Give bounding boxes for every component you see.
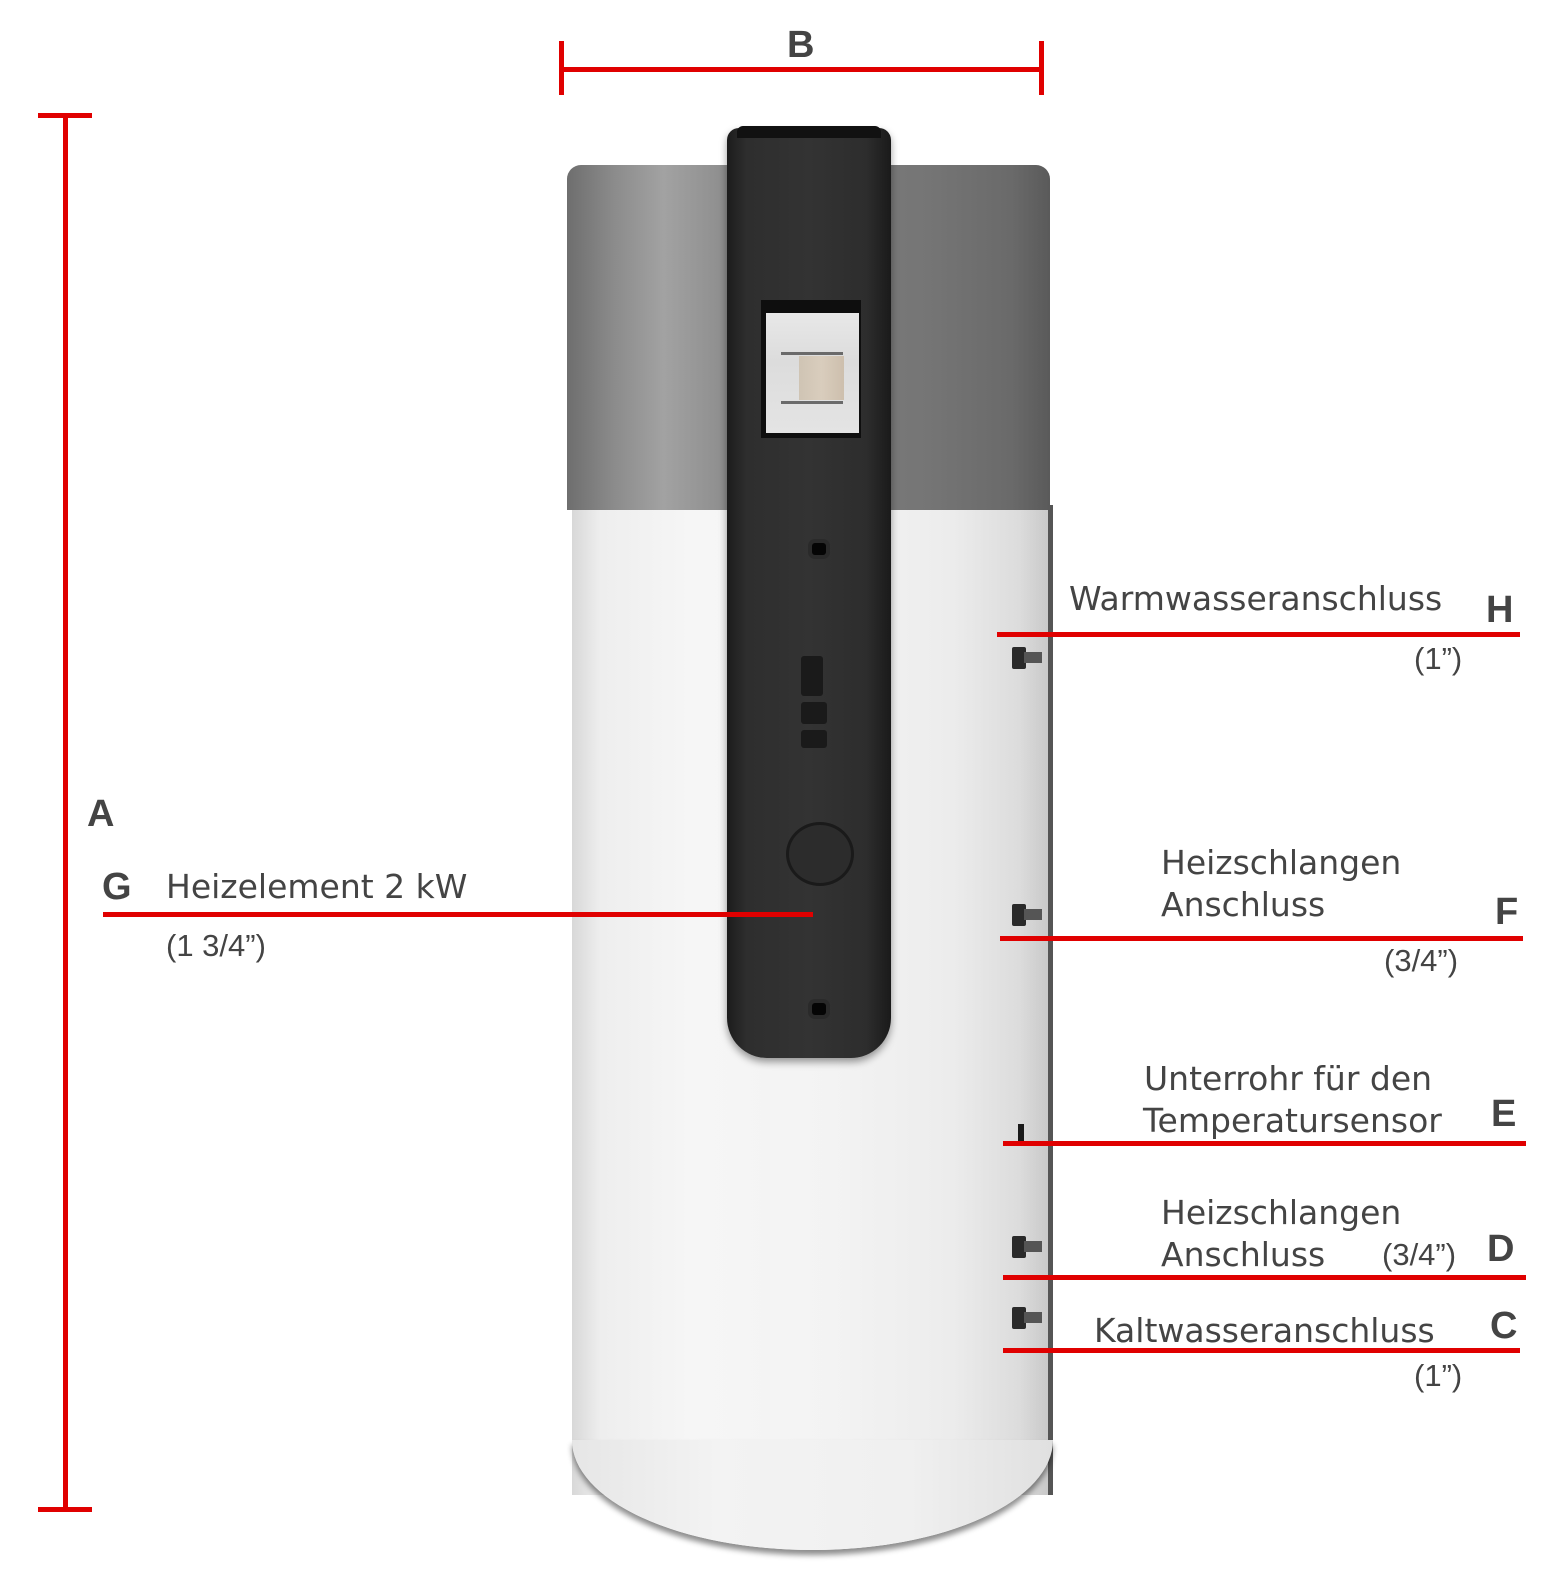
sensor-port-e [1018,1124,1024,1146]
panel-icon [801,702,827,724]
connection-f-label-line2: Anschluss [1161,885,1326,924]
tank-base [572,1440,1053,1550]
pipe-connector-c [1012,1305,1042,1329]
connection-h-size: (1”) [1414,641,1463,676]
display-line [781,401,843,404]
connection-f-leader-line [1000,936,1523,941]
connection-e-letter: E [1491,1093,1517,1135]
connection-d-size: (3/4”) [1382,1237,1457,1272]
connection-c-leader-line [1003,1348,1520,1353]
connection-e-label-line2: Temperatursensor [1143,1101,1442,1140]
connection-f-size: (3/4”) [1384,943,1459,978]
connection-c-label: Kaltwasseranschluss [1094,1311,1435,1350]
connection-g-label: Heizelement 2 kW [166,867,468,906]
panel-top-edge [737,126,881,138]
display-line [781,352,843,355]
dimension-b-right-tick [1039,41,1044,95]
connection-f-letter: F [1495,891,1519,933]
connection-c-letter: C [1490,1305,1518,1347]
screw-icon [812,543,826,555]
dimension-b-letter: B [787,24,815,66]
pipe-connector-h [1012,645,1042,669]
connection-h-letter: H [1486,589,1514,631]
display-indicator [799,356,844,400]
connection-g-leader-line [103,912,813,917]
dimension-a-letter: A [87,793,115,835]
connection-c-size: (1”) [1414,1358,1463,1393]
front-control-panel [727,128,891,1058]
connection-e-label-line1: Unterrohr für den [1144,1059,1433,1098]
connection-h-label: Warmwasseranschluss [1069,579,1443,618]
connection-d-label-line1: Heizschlangen [1161,1193,1402,1232]
connection-h-leader-line [997,632,1520,637]
connection-d-leader-line [1003,1275,1526,1280]
panel-icon [801,730,827,748]
pipe-connector-f [1012,902,1042,926]
connection-d-letter: D [1487,1228,1515,1270]
connection-f-label-line1: Heizschlangen [1161,843,1402,882]
connection-e-leader-line [1003,1141,1526,1146]
connection-g-size: (1 3/4”) [166,928,266,963]
connection-d-label-line2: Anschluss [1161,1235,1326,1274]
connection-g-letter: G [102,866,132,908]
dimension-b-line [559,67,1044,72]
screw-icon [812,1003,826,1015]
pipe-connector-d [1012,1234,1042,1258]
dimension-a-bottom-tick [38,1507,92,1512]
dimension-a-line [63,113,68,1510]
power-button-icon [786,822,854,886]
panel-icon [801,656,823,696]
